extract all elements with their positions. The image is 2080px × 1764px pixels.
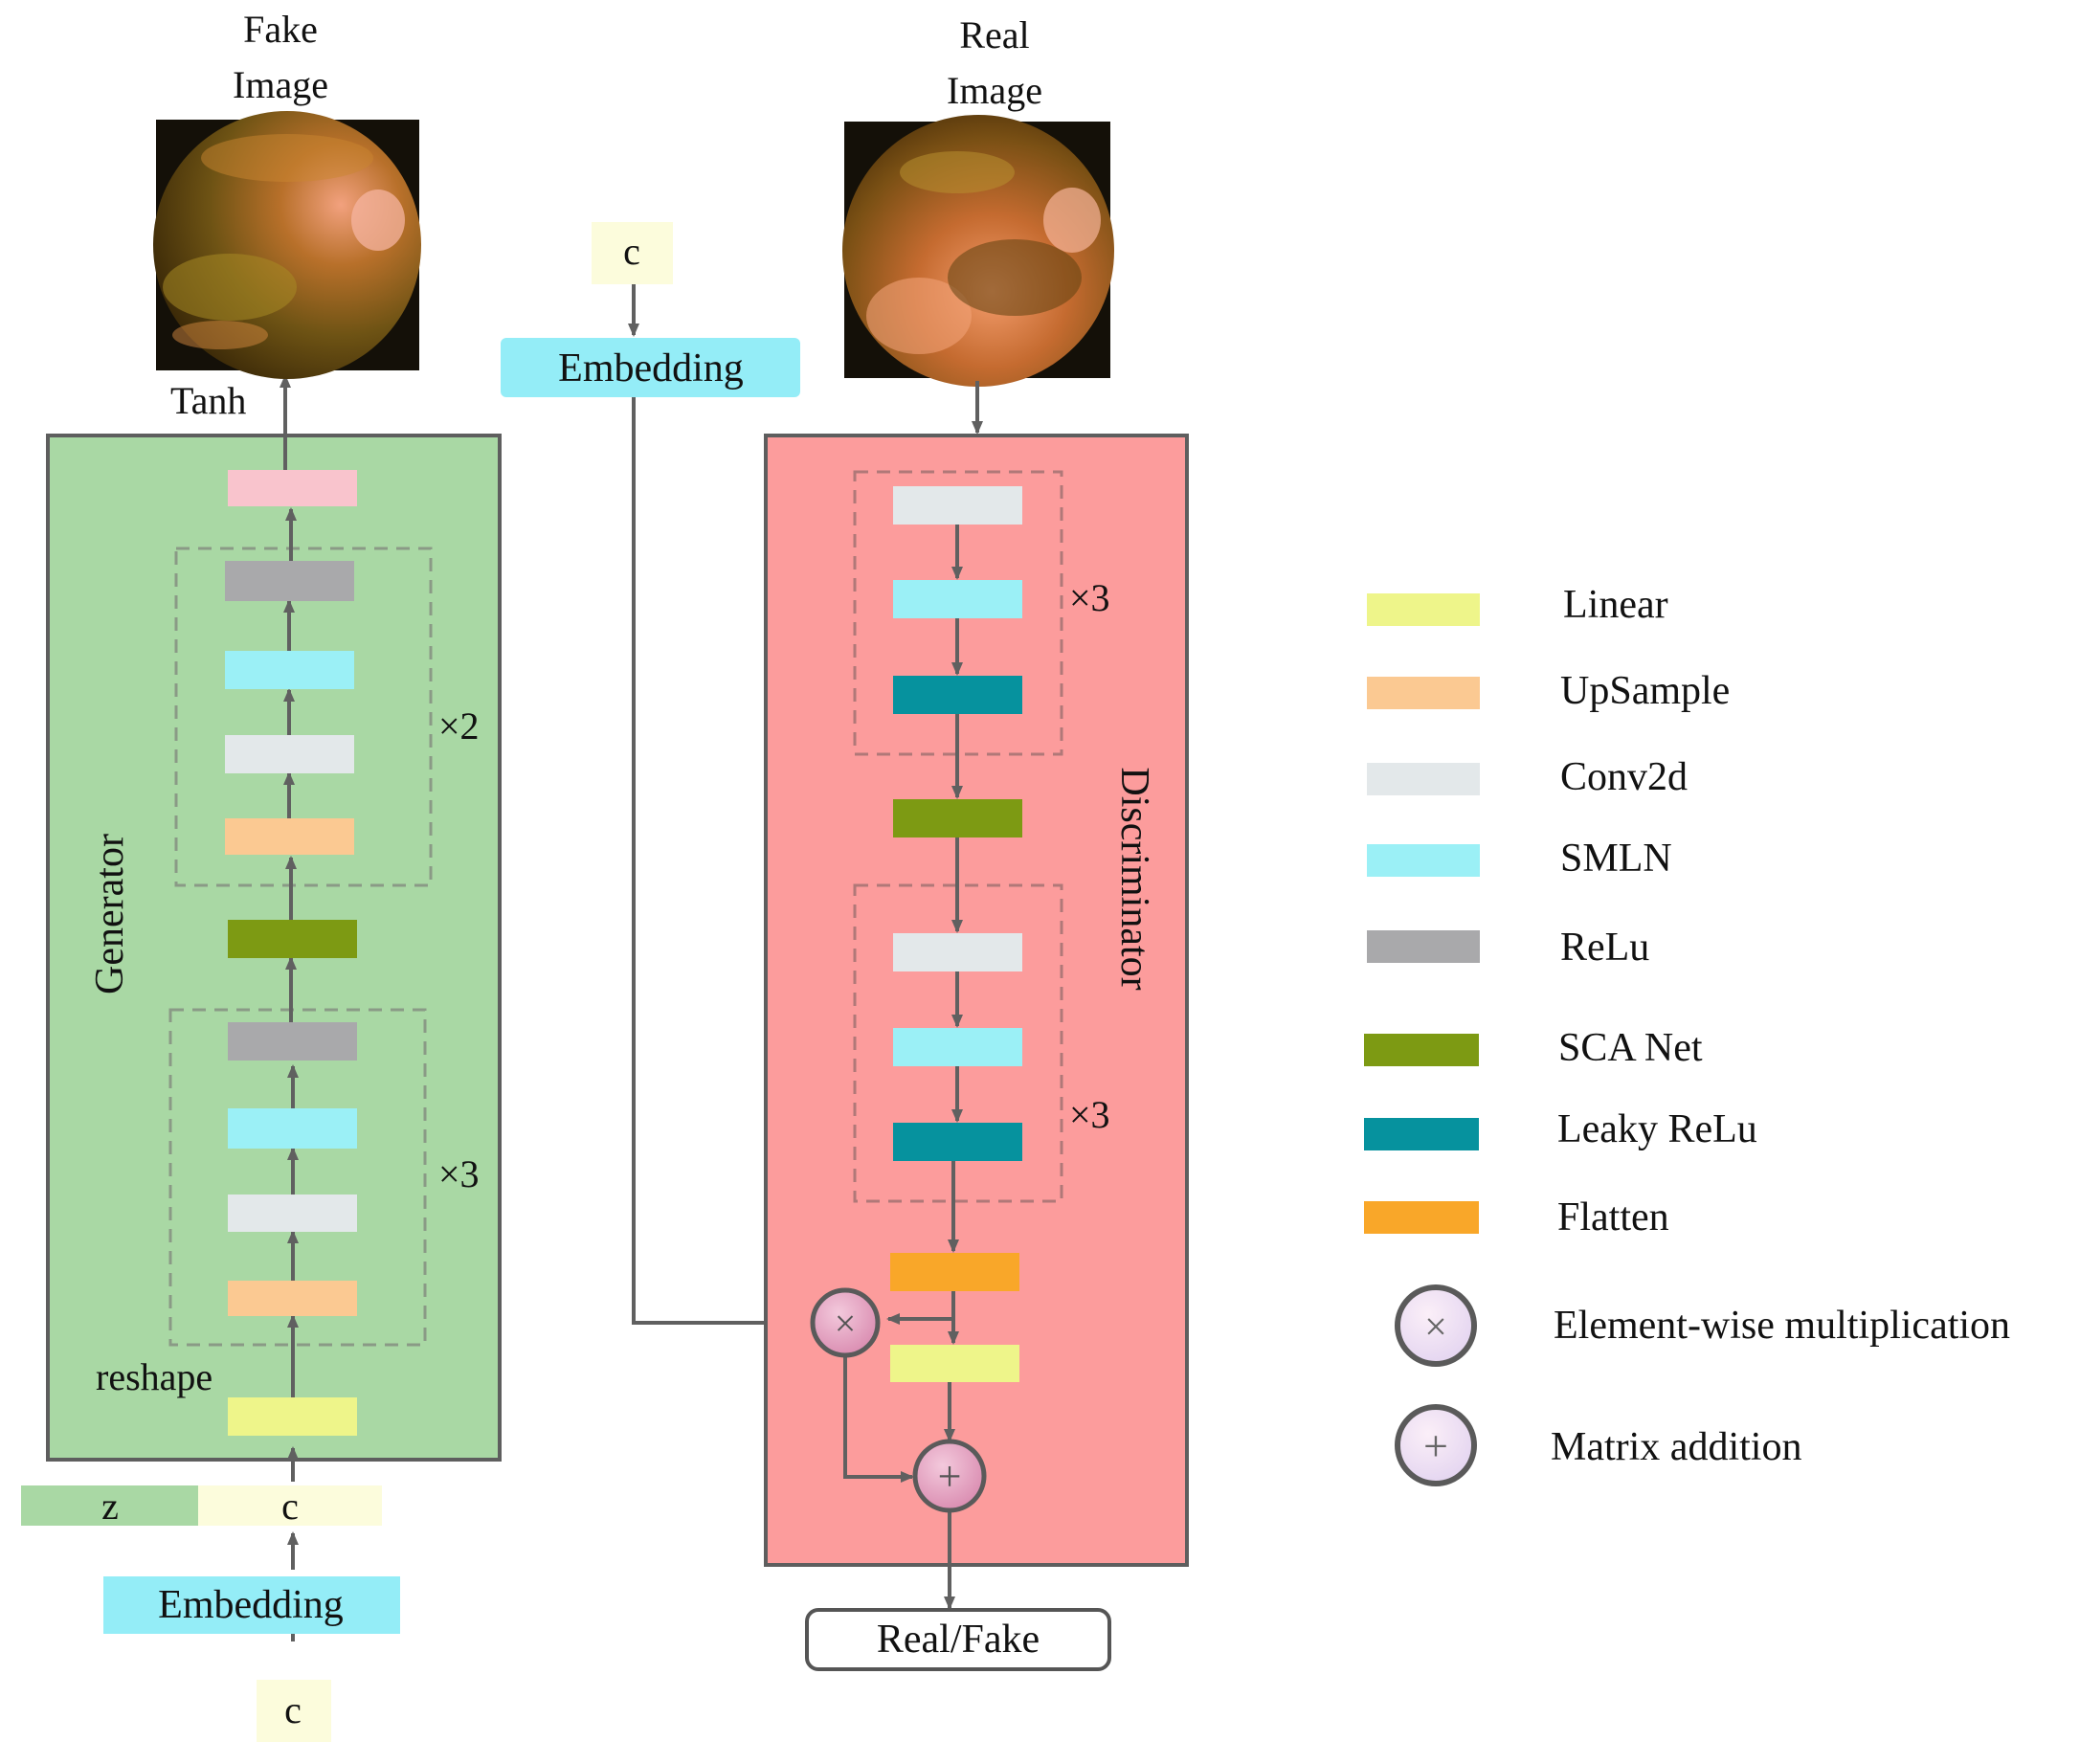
- discriminator-sca-net-block: [893, 799, 1022, 837]
- multiply-operator-symbol: ×: [835, 1302, 857, 1345]
- generator-class-input: [257, 1680, 331, 1742]
- real-image-title-line1: Real: [959, 13, 1029, 56]
- discriminator-title: Discriminator: [1112, 767, 1156, 990]
- real-image: [842, 115, 1114, 387]
- embedding-to-multiply-arrow: [632, 397, 810, 1329]
- discriminator-flatten-block: [890, 1253, 1019, 1291]
- generator-upsample-block-2: [225, 818, 354, 855]
- fake-image-title-line1: Fake: [243, 8, 318, 51]
- generator-class-input-label: c: [284, 1688, 302, 1731]
- legend-swatch-flatten: [1364, 1201, 1479, 1234]
- generator-embedding-label: Embedding: [158, 1583, 344, 1627]
- generator-reshape-label: reshape: [96, 1355, 212, 1398]
- legend-label-leaky-relu: Leaky ReLu: [1557, 1107, 1757, 1151]
- discriminator-class-input-label: c: [623, 230, 640, 273]
- legend-label-smln: SMLN: [1560, 837, 1672, 881]
- generator-section: Generator ×2 ×3: [21, 8, 502, 1742]
- discriminator-flow-arrows: [843, 381, 983, 1610]
- generator-z-input: [21, 1485, 198, 1526]
- legend-multiply-icon: ×: [1395, 1284, 1477, 1367]
- add-operator-symbol: +: [938, 1453, 962, 1500]
- generator-upsample-block-1: [228, 1281, 357, 1316]
- discriminator-condition-branch: c Embedding: [501, 222, 810, 1329]
- legend-label-upsample: UpSample: [1560, 669, 1730, 713]
- generator-embedding-block: [103, 1576, 400, 1634]
- generator-tanh-label: Tanh: [170, 379, 246, 422]
- discriminator-smln-block-2: [893, 1028, 1022, 1066]
- generator-relu-block-2: [225, 561, 354, 601]
- real-fake-output-box: [805, 1608, 1111, 1671]
- discriminator-embedding-label: Embedding: [558, 346, 744, 391]
- generator-c-input: [198, 1485, 382, 1526]
- legend-label-sca-net: SCA Net: [1558, 1026, 1703, 1070]
- legend-swatch-upsample: [1367, 677, 1480, 709]
- generator-sca-net-block: [228, 920, 357, 958]
- discriminator-linear-block: [890, 1345, 1019, 1382]
- legend-label-relu: ReLu: [1560, 926, 1649, 970]
- legend-add-symbol: +: [1423, 1421, 1448, 1470]
- discriminator-leaky-relu-block-1: [893, 676, 1022, 714]
- fake-image: [153, 111, 421, 379]
- legend-swatch-conv2d: [1367, 763, 1480, 795]
- generator-repeat-lower-label: ×3: [438, 1152, 480, 1195]
- generator-repeat-group-upper: [174, 547, 433, 887]
- fake-image-title-line2: Image: [233, 63, 328, 106]
- generator-c-label: c: [281, 1485, 299, 1528]
- legend-label-element-wise-multiplication: Element-wise multiplication: [1554, 1304, 2010, 1348]
- legend-swatch-relu: [1367, 930, 1480, 963]
- discriminator-embedding-block: [501, 338, 800, 397]
- real-image-title-line2: Image: [947, 69, 1042, 112]
- legend-label-matrix-addition: Matrix addition: [1551, 1425, 1801, 1469]
- legend-label-conv2d: Conv2d: [1560, 755, 1688, 799]
- multiply-operator: ×: [810, 1287, 881, 1358]
- discriminator-repeat-upper-label: ×3: [1069, 576, 1110, 619]
- generator-linear-block: [228, 1397, 357, 1436]
- generator-smln-block-2: [225, 651, 354, 689]
- discriminator-conv2d-block-2: [893, 933, 1022, 971]
- generator-relu-block-1: [228, 1022, 357, 1061]
- generator-repeat-upper-label: ×2: [438, 704, 480, 748]
- generator-z-label: z: [101, 1485, 119, 1528]
- generator-conv2d-block-1: [228, 1195, 357, 1232]
- legend-label-linear: Linear: [1563, 583, 1668, 627]
- legend-swatch-linear: [1367, 593, 1480, 626]
- generator-title: Generator: [88, 834, 132, 994]
- discriminator-leaky-relu-block-2: [893, 1123, 1022, 1161]
- real-fake-output-label: Real/Fake: [877, 1618, 1040, 1662]
- generator-tanh-block: [228, 470, 357, 506]
- discriminator-class-input: [592, 222, 673, 284]
- generator-repeat-group-lower: [168, 1008, 427, 1347]
- legend-add-icon: +: [1395, 1404, 1477, 1486]
- legend-multiply-symbol: ×: [1424, 1306, 1447, 1350]
- legend: Linear UpSample Conv2d SMLN ReLu SCA Net…: [1364, 583, 2010, 1486]
- discriminator-repeat-lower-label: ×3: [1069, 1093, 1110, 1136]
- generator-conv2d-block-2: [225, 735, 354, 773]
- generator-smln-block-1: [228, 1108, 357, 1149]
- add-operator: +: [912, 1439, 987, 1513]
- discriminator-conv2d-block-1: [893, 486, 1022, 525]
- discriminator-repeat-group-lower: [853, 883, 1063, 1203]
- discriminator-smln-block-1: [893, 580, 1022, 618]
- legend-label-flatten: Flatten: [1557, 1195, 1669, 1239]
- discriminator-repeat-group-upper: [853, 470, 1063, 756]
- legend-swatch-sca-net: [1364, 1034, 1479, 1066]
- discriminator-section: Real Image Discriminator ×3 ×3: [764, 13, 1189, 1671]
- legend-swatch-leaky-relu: [1364, 1118, 1479, 1150]
- legend-swatch-smln: [1367, 844, 1480, 877]
